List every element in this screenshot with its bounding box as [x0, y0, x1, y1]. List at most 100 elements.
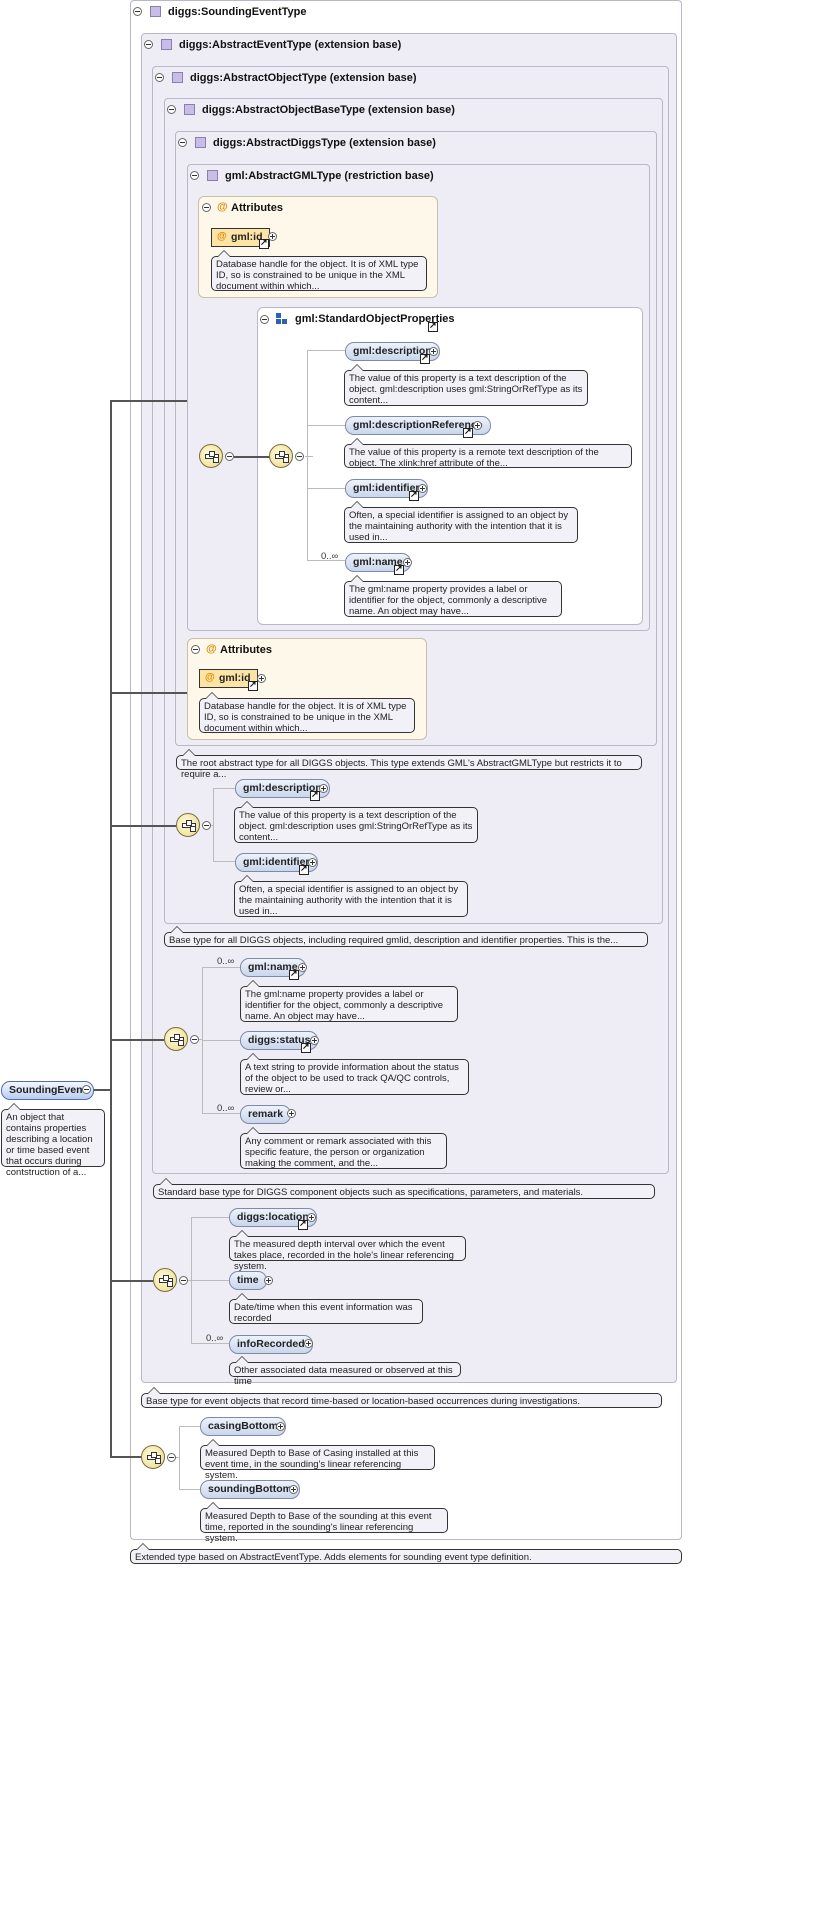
element-gml-identifier[interactable]: gml:identifier: [345, 479, 428, 498]
link-icon[interactable]: [463, 426, 473, 438]
sequence-icon[interactable]: [164, 1027, 188, 1051]
description-text: The value of this property is a remote t…: [349, 447, 599, 469]
collapse-toggle[interactable]: [190, 1035, 199, 1044]
connector: [110, 1280, 153, 1282]
sequence-icon[interactable]: [269, 444, 293, 468]
element-gml-description[interactable]: gml:description: [345, 342, 440, 361]
link-icon[interactable]: [428, 320, 438, 332]
description-note: Other associated data measured or observ…: [229, 1356, 461, 1387]
connector: [234, 456, 270, 458]
description-note: The gml:name property provides a label o…: [344, 575, 562, 617]
element-time[interactable]: time: [229, 1271, 267, 1290]
link-icon[interactable]: [299, 863, 309, 875]
element-sounding-bottom[interactable]: soundingBottom: [200, 1480, 300, 1499]
link-icon[interactable]: [394, 563, 404, 575]
element-info-recorded[interactable]: infoRecorded: [229, 1335, 313, 1354]
element-remark[interactable]: remark: [240, 1105, 292, 1124]
description-text: A text string to provide information abo…: [245, 1062, 459, 1095]
collapse-toggle[interactable]: [260, 315, 269, 324]
element-casing-bottom[interactable]: casingBottom: [200, 1417, 287, 1436]
description-note: The gml:name property provides a label o…: [240, 980, 458, 1022]
collapse-toggle[interactable]: [202, 203, 211, 212]
collapse-toggle[interactable]: [295, 452, 304, 461]
collapse-toggle[interactable]: [191, 645, 200, 654]
sequence-icon[interactable]: [199, 444, 223, 468]
description-note: Often, a special identifier is assigned …: [344, 501, 578, 543]
link-icon[interactable]: [301, 1041, 311, 1053]
element-diggs-status[interactable]: diggs:status: [240, 1031, 319, 1050]
collapse-toggle[interactable]: [178, 138, 187, 147]
collapse-toggle[interactable]: [144, 40, 153, 49]
complex-type-icon: [184, 104, 195, 115]
collapse-toggle[interactable]: [202, 821, 211, 830]
element-gml-identifier[interactable]: gml:identifier: [235, 853, 318, 872]
expand-icon[interactable]: [403, 558, 412, 567]
description-text: An object that contains properties descr…: [6, 1112, 93, 1178]
type-note: Base type for all DIGGS objects, includi…: [164, 926, 648, 947]
type-title: diggs:AbstractDiggsType (extension base): [213, 137, 436, 149]
expand-icon[interactable]: [268, 232, 277, 241]
link-icon[interactable]: [248, 679, 258, 691]
collapse-toggle[interactable]: [155, 73, 164, 82]
description-note: Database handle for the object. It is of…: [199, 692, 415, 734]
expand-icon[interactable]: [257, 674, 266, 683]
expand-icon[interactable]: [287, 1109, 296, 1118]
connector: [179, 1426, 200, 1427]
element-diggs-location[interactable]: diggs:location: [229, 1208, 317, 1227]
type-title: gml:AbstractGMLType (restriction base): [225, 170, 434, 182]
expand-icon[interactable]: [264, 1276, 273, 1285]
description-note: Database handle for the object. It is of…: [211, 250, 427, 292]
link-icon[interactable]: [420, 352, 430, 364]
connector: [110, 692, 187, 694]
connector: [191, 1343, 229, 1344]
attribute-gml-id[interactable]: @gml:id: [199, 669, 258, 688]
group-icon: [276, 313, 287, 324]
link-icon[interactable]: [259, 237, 269, 249]
expand-icon[interactable]: [304, 1339, 313, 1348]
expand-icon[interactable]: [307, 1213, 316, 1222]
sequence-icon[interactable]: [153, 1268, 177, 1292]
description-text: The value of this property is a text des…: [349, 373, 583, 406]
collapse-toggle[interactable]: [179, 1276, 188, 1285]
note-text: Standard base type for DIGGS component o…: [158, 1187, 584, 1198]
description-text: Measured Depth to Base of Casing install…: [205, 1448, 419, 1481]
description-note: A text string to provide information abo…: [240, 1053, 469, 1095]
expand-icon[interactable]: [276, 1422, 285, 1431]
collapse-toggle[interactable]: [167, 1453, 176, 1462]
expand-icon[interactable]: [429, 347, 438, 356]
description-note: The value of this property is a text des…: [344, 364, 588, 406]
link-icon[interactable]: [409, 489, 419, 501]
sequence-icon[interactable]: [141, 1445, 165, 1469]
root-element-sounding-event[interactable]: SoundingEvent: [1, 1081, 94, 1100]
expand-icon[interactable]: [298, 963, 307, 972]
expand-icon[interactable]: [418, 484, 427, 493]
note-text: Extended type based on AbstractEventType…: [135, 1552, 532, 1563]
expand-icon[interactable]: [289, 1485, 298, 1494]
expand-icon[interactable]: [319, 784, 328, 793]
type-title: diggs:AbstractObjectBaseType (extension …: [202, 104, 455, 116]
description-note: An object that contains properties descr…: [1, 1103, 105, 1178]
element-gml-description-reference[interactable]: gml:descriptionReference: [345, 416, 491, 435]
collapse-toggle[interactable]: [225, 452, 234, 461]
description-text: The value of this property is a text des…: [239, 810, 473, 843]
link-icon[interactable]: [310, 789, 320, 801]
sequence-icon[interactable]: [176, 813, 200, 837]
expand-icon[interactable]: [308, 858, 317, 867]
attributes-label: Attributes: [231, 202, 283, 214]
collapse-toggle[interactable]: [190, 171, 199, 180]
link-icon[interactable]: [289, 968, 299, 980]
connector: [305, 456, 313, 457]
attribute-gml-id[interactable]: @gml:id: [211, 228, 270, 247]
connector: [211, 825, 214, 826]
type-title: diggs:AbstractEventType (extension base): [179, 39, 402, 51]
connector: [191, 1217, 229, 1218]
element-gml-description[interactable]: gml:description: [235, 779, 330, 798]
connector: [202, 1040, 240, 1041]
expand-icon[interactable]: [473, 421, 482, 430]
link-icon[interactable]: [298, 1218, 308, 1230]
collapse-toggle[interactable]: [82, 1085, 91, 1094]
description-text: Database handle for the object. It is of…: [204, 701, 407, 734]
expand-icon[interactable]: [310, 1036, 319, 1045]
collapse-toggle[interactable]: [167, 105, 176, 114]
collapse-toggle[interactable]: [133, 7, 142, 16]
